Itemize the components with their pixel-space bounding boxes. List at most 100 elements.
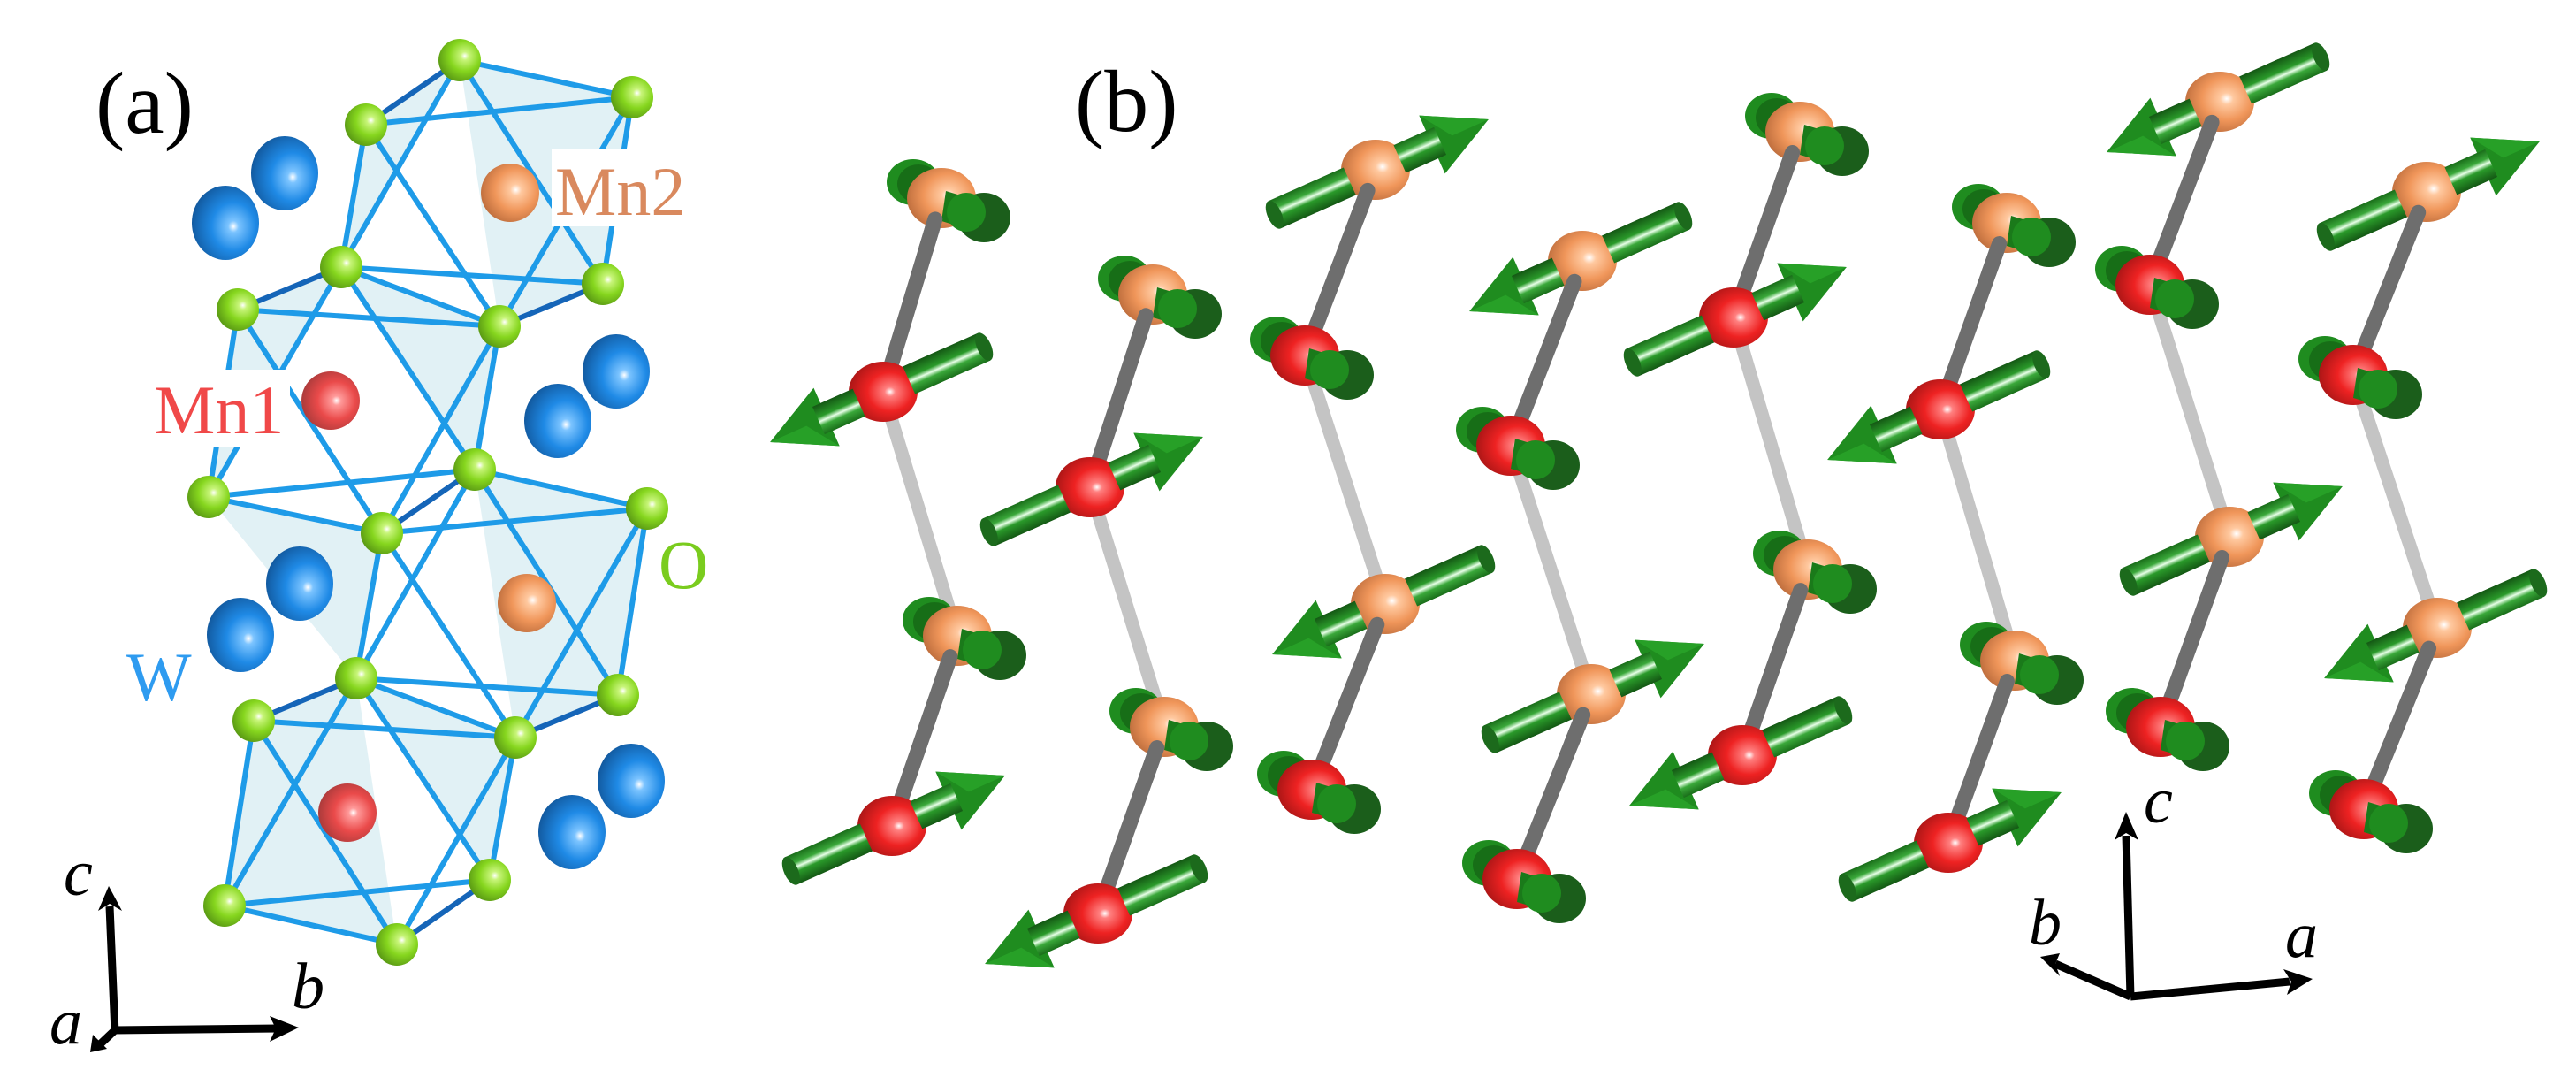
- mn-atom: [1906, 379, 1975, 439]
- mn2-label: Mn2: [555, 153, 685, 230]
- mn-atoms: [301, 164, 556, 842]
- spin-site-mn2: [2311, 551, 2558, 707]
- axis-a-label: a: [50, 986, 82, 1059]
- panel-a-label: (a): [95, 54, 194, 152]
- mn-atom: [849, 362, 918, 422]
- spin-site-mn2: [1753, 531, 1877, 614]
- mn-atom: [2403, 598, 2472, 658]
- spin-site-mn1: [1616, 678, 1863, 835]
- long-bond: [1933, 402, 2022, 668]
- w-label: W: [126, 638, 192, 715]
- axis-c-label: c: [2144, 765, 2173, 837]
- spin-site-mn2: [2305, 112, 2553, 269]
- mn1-atom: [301, 371, 360, 430]
- mn1-label: Mn1: [154, 371, 284, 448]
- axis-b-label: b: [2029, 887, 2062, 959]
- spin-site-mn2: [1109, 688, 1233, 771]
- spin-site-mn1: [1827, 763, 2075, 920]
- axes-b: c b a: [2029, 765, 2318, 1001]
- long-bond: [1504, 439, 1598, 701]
- o-atom: [453, 448, 496, 491]
- mn-atom: [1341, 140, 1410, 200]
- spin-chains: [757, 25, 2558, 993]
- spin-site-mn2: [887, 159, 1010, 242]
- mn1-atom: [318, 783, 377, 842]
- w-atom: [538, 795, 606, 869]
- spin-site-mn1: [1814, 332, 2062, 489]
- axis-c-label: c: [64, 837, 93, 910]
- spin-site-mn2: [903, 597, 1026, 680]
- long-bond: [2346, 368, 2444, 635]
- spin-site-mn1: [1462, 840, 1586, 923]
- mn-atom: [1557, 664, 1626, 724]
- o-atom: [232, 699, 275, 742]
- mn-atom: [2392, 162, 2461, 222]
- w-atom: [598, 744, 665, 818]
- o-atom: [611, 76, 653, 118]
- mn-atom: [1056, 457, 1124, 517]
- o-atom: [320, 246, 362, 288]
- mn-atom: [1699, 287, 1768, 348]
- spin-site-mn1: [972, 837, 1219, 993]
- spin-site-mn2: [1259, 527, 1506, 684]
- spin-site-mn1: [969, 408, 1216, 564]
- spin-site-mn2: [1952, 184, 2076, 267]
- panel-b-label: (b): [1075, 52, 1178, 150]
- long-bond: [1298, 348, 1392, 611]
- mn-atom: [1063, 883, 1132, 944]
- o-atom: [335, 657, 377, 699]
- o-atom: [478, 305, 521, 348]
- o-atom: [345, 103, 387, 146]
- spin-site-mn1: [2106, 688, 2229, 771]
- spin-site-mn1: [757, 315, 1004, 471]
- spin-site-mn1: [1612, 238, 1860, 394]
- axis-b-label: b: [292, 951, 324, 1023]
- spin-site-mn1: [1257, 751, 1381, 834]
- spin-site-mn2: [2108, 457, 2356, 614]
- spin-site-mn1: [2095, 246, 2219, 329]
- o-atom: [438, 39, 481, 81]
- o-atoms: [187, 39, 668, 966]
- spin-site-mn2: [1745, 93, 1869, 176]
- spin-site-mn1: [1456, 407, 1580, 490]
- spin-site-mn2: [1456, 184, 1703, 340]
- o-atom: [203, 884, 246, 927]
- o-atom: [582, 263, 624, 305]
- spin-site-mn2: [1098, 256, 1222, 339]
- w-atom: [583, 334, 650, 409]
- o-atom: [494, 716, 537, 759]
- w-atom: [266, 546, 333, 621]
- long-bond: [1083, 480, 1171, 734]
- mn-atom: [1548, 231, 1617, 291]
- mn-atom: [1351, 574, 1420, 634]
- o-atom: [217, 288, 259, 331]
- axes-a: c b a: [50, 837, 324, 1059]
- spin-site-mn2: [1254, 90, 1502, 247]
- panel-b: (b) c b a: [757, 25, 2558, 1001]
- mn-atom: [2185, 72, 2254, 132]
- spin-site-mn1: [771, 746, 1018, 903]
- mn2-atom: [498, 574, 556, 632]
- mn-atom: [1708, 725, 1777, 785]
- spin-site-mn1: [1250, 317, 1374, 400]
- axis-a-label: a: [2285, 899, 2318, 972]
- mn2-atom: [481, 164, 539, 222]
- mn-atom: [2195, 507, 2264, 567]
- spin-site-mn2: [1470, 615, 1718, 771]
- w-atoms: [192, 136, 665, 869]
- long-bond: [2143, 278, 2237, 544]
- spin-site-mn1: [2298, 336, 2422, 419]
- w-atom: [207, 598, 274, 672]
- long-bond: [1726, 310, 1815, 577]
- spin-site-mn2: [2093, 25, 2341, 181]
- o-atom: [469, 859, 511, 901]
- panel-a: (a): [50, 39, 708, 1059]
- w-atom: [251, 136, 318, 210]
- o-atom: [187, 476, 230, 518]
- w-atom: [524, 384, 591, 458]
- o-atom: [361, 512, 403, 554]
- spin-site-mn1: [2309, 770, 2433, 853]
- mn-atom: [857, 796, 926, 856]
- mn-atom: [1914, 813, 1983, 873]
